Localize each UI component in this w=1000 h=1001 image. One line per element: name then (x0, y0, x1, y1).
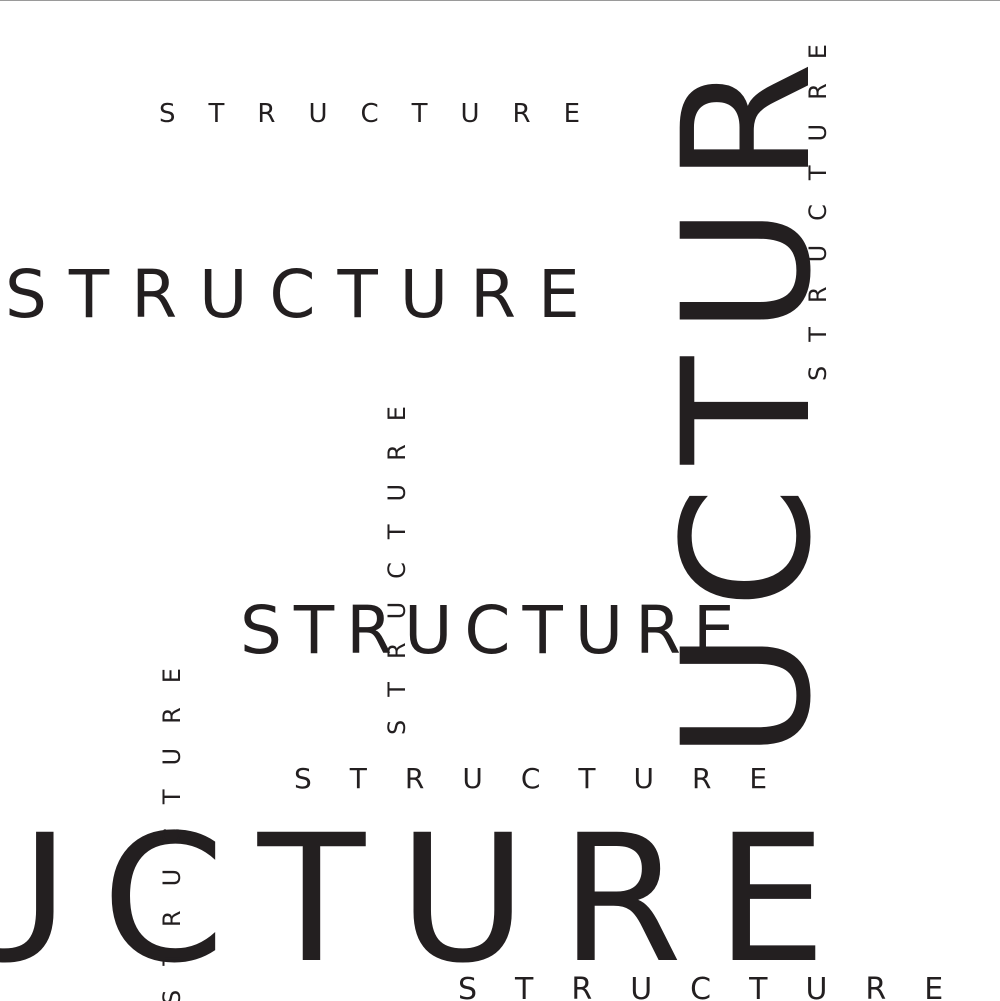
word-structure-medium-top: STRUCTURE (5, 256, 602, 333)
word-structure-vertical-right: STRUCTURE (804, 20, 832, 381)
word-structure-medium-center: STRUCTURE (240, 592, 747, 669)
word-structure-small-top: STRUCTURE (159, 99, 614, 129)
word-structure-small-bottom: STRUCTURE (458, 972, 982, 1001)
top-border-line (0, 0, 1000, 1)
word-structure-vertical-left: STRUCTURE (158, 644, 186, 1001)
word-structure-small-lower: STRUCTURE (294, 762, 806, 795)
word-structure-vertical-center: STRUCTURE (383, 383, 411, 735)
word-ucture-huge: UCTURE (0, 797, 860, 1001)
